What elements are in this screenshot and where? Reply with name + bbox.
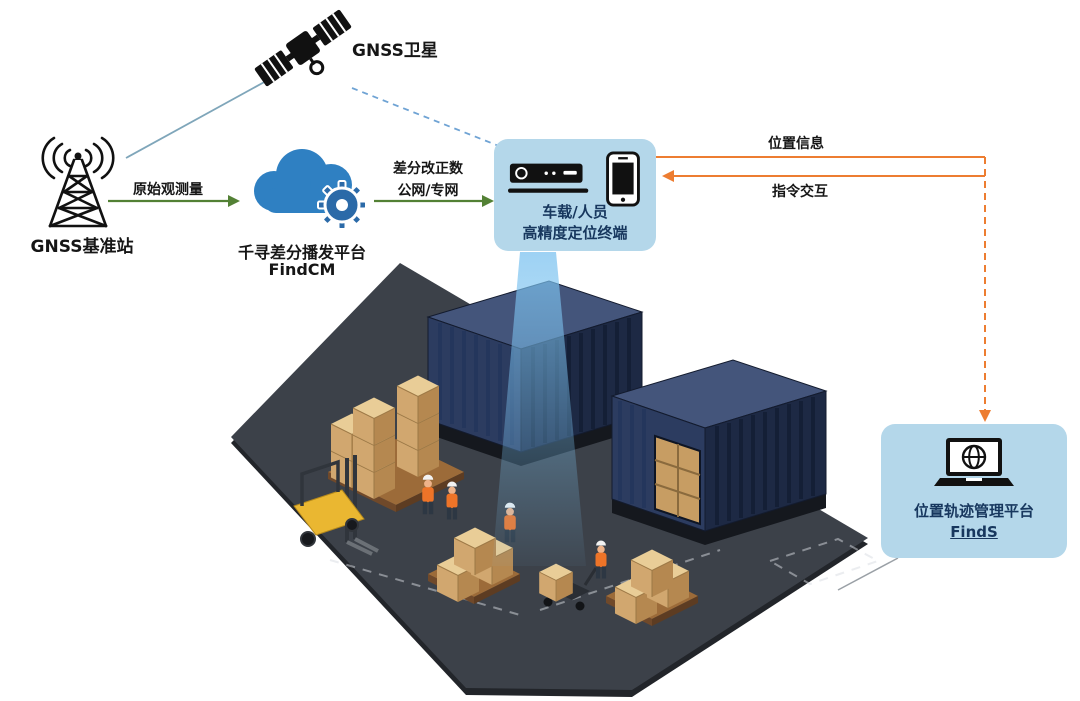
- finds-title: 位置轨迹管理平台: [913, 502, 1034, 520]
- arrowhead: [228, 195, 240, 207]
- arrowhead: [979, 410, 991, 422]
- radio-tower-icon: [41, 136, 115, 228]
- satellite-icon: [254, 9, 352, 87]
- satellite-to-terminal-link: [351, 87, 505, 149]
- laptop-globe-icon: [934, 438, 1014, 486]
- cloud-platform-title: 千寻差分播发平台: [237, 243, 366, 262]
- terminal-label-line2: 高精度定位终端: [522, 224, 628, 242]
- smartphone-icon: [606, 151, 640, 207]
- correction-label-line1: 差分改正数: [393, 161, 463, 177]
- terminal-label-line1: 车载/人员: [542, 203, 608, 221]
- container-open-door: [654, 434, 701, 526]
- pallet-jack: [538, 563, 598, 611]
- command-interaction-label: 指令交互: [772, 184, 828, 200]
- base-station-label: GNSS基准站: [30, 237, 134, 257]
- finds-subtitle: FindS: [950, 523, 998, 541]
- positioning-beam: [492, 252, 586, 566]
- raw-observation-label: 原始观测量: [133, 182, 203, 198]
- satellite-label: GNSS卫星: [352, 41, 438, 61]
- arrowhead: [482, 195, 494, 207]
- forklift: [293, 455, 379, 556]
- finds-pointer-line: [837, 557, 899, 591]
- cloud-gear-icon: [254, 149, 367, 230]
- cloud-platform-subtitle: FindCM: [268, 260, 336, 279]
- pallet-bottom-right: [606, 549, 698, 626]
- terminal-panel: 车载/人员 高精度定位终端: [494, 139, 656, 251]
- container-2: [610, 359, 828, 545]
- arrowhead: [662, 170, 674, 182]
- position-info-label: 位置信息: [768, 136, 824, 152]
- correction-label-line2: 公网/专网: [397, 183, 459, 199]
- finds-panel: 位置轨迹管理平台 FindS: [881, 424, 1067, 558]
- pallet-bottom-left: [428, 527, 520, 604]
- gear-icon: [317, 180, 367, 230]
- gnss-receiver-icon: [508, 163, 589, 193]
- globe-icon: [961, 444, 987, 470]
- satellite-to-base-link: [125, 79, 269, 159]
